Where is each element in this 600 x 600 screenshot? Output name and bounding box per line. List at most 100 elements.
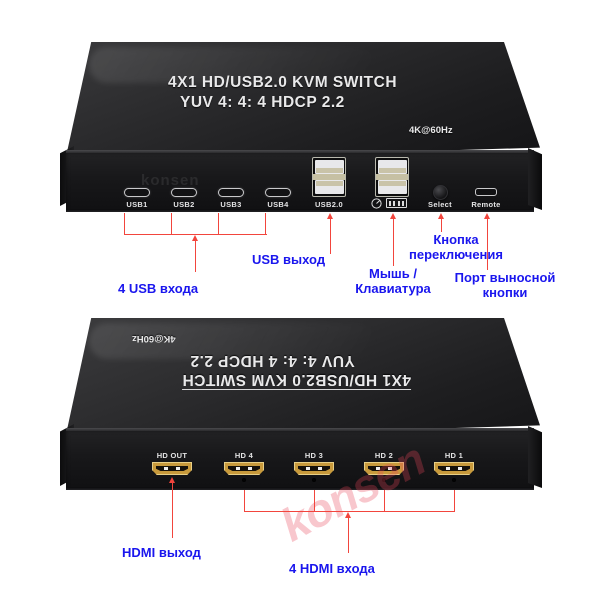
front-top-edge	[66, 150, 534, 153]
keyboard-key	[397, 200, 400, 206]
lid-resolution: 4K@60Hz	[409, 125, 453, 136]
hdmi-pin	[164, 467, 168, 470]
rear-front-top-edge	[66, 428, 534, 431]
port-hid-stack[interactable]	[375, 157, 409, 197]
hdmi-pin	[176, 467, 180, 470]
annotation-hdmi-inputs: 4 HDMI входа	[289, 561, 375, 576]
hdmi-cavity	[438, 466, 470, 471]
select-button-label: Select	[428, 200, 452, 209]
brand-watermark: konsen	[141, 172, 200, 189]
port-usb3[interactable]	[218, 188, 244, 197]
mouse-icon	[371, 198, 382, 209]
usb-a-tongue	[378, 180, 406, 186]
chassis-screw	[242, 478, 246, 482]
port-usb20-label: USB2.0	[314, 200, 344, 209]
chassis-screw	[452, 478, 456, 482]
arrow-usb-output	[327, 213, 333, 219]
port-hd1-label: HD 1	[444, 451, 464, 460]
annotation-usb-inputs: 4 USB входа	[118, 281, 199, 296]
arrow-usb-inputs	[192, 235, 198, 241]
kvm-switch-front-view: 4X1 HD/USB2.0 KVM SWITCH YUV 4: 4: 4 HDC…	[60, 42, 542, 232]
lid-gloss	[88, 46, 377, 83]
port-usb2-label: USB2	[173, 200, 195, 209]
arrow-mouse-kbd	[390, 213, 396, 219]
annotation-remote-port: Порт выносной кнопки	[454, 270, 556, 300]
port-hd1[interactable]	[434, 462, 474, 475]
hdmi-pin	[458, 467, 462, 470]
usb-a-divider	[313, 174, 345, 180]
hdmi-pin	[388, 467, 392, 470]
keyboard-key	[393, 200, 396, 206]
port-hd4-label: HD 4	[234, 451, 254, 460]
usb-a-tongue	[378, 168, 406, 174]
device-lid-top: 4X1 HD/USB2.0 KVM SWITCH YUV 4: 4: 4 HDC…	[60, 42, 540, 162]
rear-device-lid-top: 4X1 HD/USB2.0 KVM SWITCH YUV 4: 4: 4 HDC…	[60, 318, 540, 440]
leader-mouse-kbd	[393, 218, 395, 266]
usb-a-divider	[376, 174, 408, 180]
arrow-remote-port	[484, 213, 490, 219]
port-usb1-label: USB1	[126, 200, 148, 209]
port-remote-label: Remote	[471, 200, 501, 209]
port-hdout-label: HD OUT	[156, 451, 188, 460]
port-remote[interactable]	[475, 188, 497, 196]
leader-usb2	[171, 213, 173, 235]
port-hdout[interactable]	[152, 462, 192, 475]
leader-hd4	[244, 490, 246, 512]
port-usb4-label: USB4	[267, 200, 289, 209]
arrow-hdmi-output	[169, 477, 175, 483]
annotation-mouse-kbd: Мышь / Клавиатура	[355, 266, 431, 296]
device-front-panel: konsen USB1 USB2 USB3 USB4 USB2.0	[66, 150, 534, 212]
arrow-hdmi-inputs	[345, 512, 351, 518]
hdmi-pin	[248, 467, 252, 470]
rear-lid-surface	[64, 318, 540, 440]
port-hd3-label: HD 3	[304, 451, 324, 460]
usb-a-slot-upper	[377, 159, 407, 175]
port-hd4[interactable]	[224, 462, 264, 475]
leader-hd2	[384, 490, 386, 512]
arrow-switch-button	[438, 213, 444, 219]
usb-a-tongue	[315, 180, 343, 186]
port-usb3-label: USB3	[220, 200, 242, 209]
port-hd2[interactable]	[364, 462, 404, 475]
device-right-side	[528, 148, 542, 210]
hdmi-pin	[376, 467, 380, 470]
annotation-switch-button: Кнопка переключения	[409, 232, 503, 262]
leader-usb-output	[330, 218, 332, 254]
hdmi-cavity	[368, 466, 400, 471]
port-hd2-label: HD 2	[374, 451, 394, 460]
port-usb1[interactable]	[124, 188, 150, 197]
annotation-usb-output: USB выход	[252, 252, 326, 267]
leader-hdmi-output	[172, 482, 174, 538]
kvm-switch-rear-view: 4X1 HD/USB2.0 KVM SWITCH YUV 4: 4: 4 HDC…	[60, 318, 542, 513]
keyboard-key	[401, 200, 404, 206]
port-usb4[interactable]	[265, 188, 291, 197]
usb-a-slot-lower	[377, 179, 407, 195]
leader-hd1	[454, 490, 456, 512]
leader-remote-port	[487, 218, 489, 270]
lid-model-line1: 4X1 HD/USB2.0 KVM SWITCH	[168, 74, 398, 91]
usb-a-slot-lower	[314, 179, 344, 195]
leader-usb-inputs-stem	[195, 240, 197, 272]
leader-usb3	[218, 213, 220, 235]
hdmi-cavity	[298, 466, 330, 471]
port-usb2[interactable]	[171, 188, 197, 197]
lid-surface	[64, 42, 540, 162]
port-usb20-stack[interactable]	[312, 157, 346, 197]
select-button[interactable]	[433, 185, 448, 200]
front-bottom-edge	[66, 209, 534, 212]
keyboard-icon	[386, 198, 407, 208]
hdmi-cavity	[228, 466, 260, 471]
rear-device-right-side	[528, 426, 542, 488]
leader-hdmi-bus	[244, 511, 455, 513]
usb-a-tongue	[315, 168, 343, 174]
hdmi-cavity	[156, 466, 188, 471]
usb-a-slot-upper	[314, 159, 344, 175]
lid-model-line2: YUV 4: 4: 4 HDCP 2.2	[180, 94, 345, 111]
hdmi-pin	[236, 467, 240, 470]
leader-usb-bus	[124, 234, 267, 236]
rear-front-bottom-edge	[66, 487, 534, 490]
leader-usb4	[265, 213, 267, 235]
hdmi-pin	[318, 467, 322, 470]
port-hd3[interactable]	[294, 462, 334, 475]
